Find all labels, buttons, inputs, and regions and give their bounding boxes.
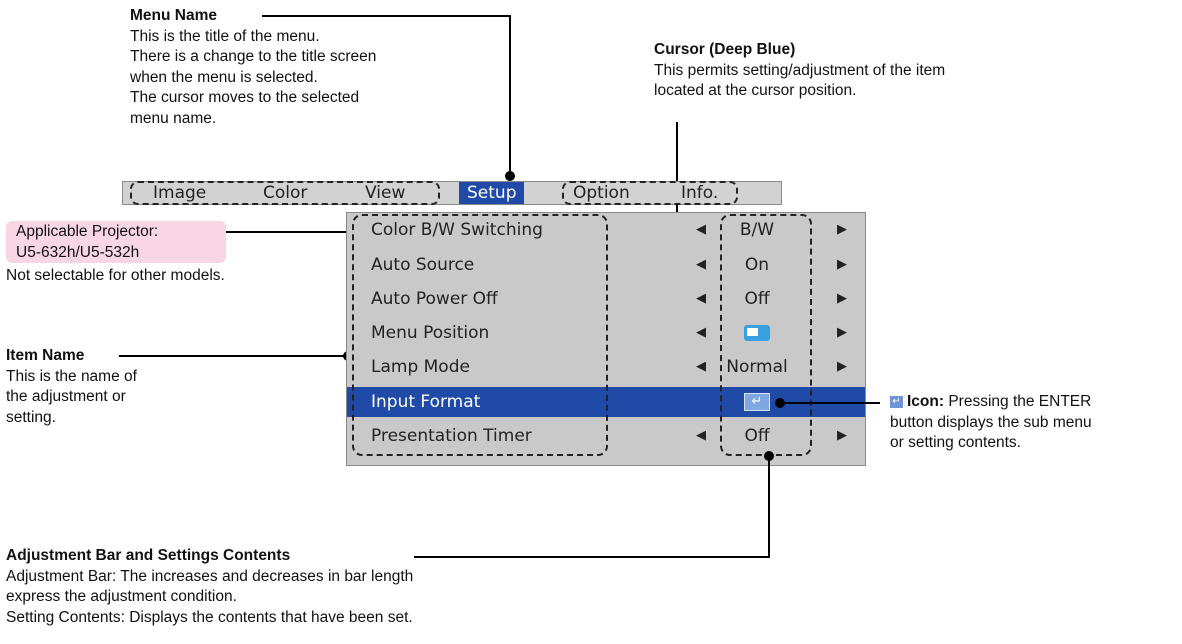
menu-row-label: Color B/W Switching [371,220,543,240]
menu-name-title: Menu Name [130,7,217,24]
icon-line: button displays the sub menu [890,413,1092,431]
item-name-line: the adjustment or [6,388,126,405]
right-arrow-icon[interactable]: ▶ [837,359,847,374]
menu-row-value [713,318,801,348]
adjustment-line: Setting Contents: Displays the contents … [6,608,413,626]
menu-name-leader-h [262,15,510,17]
menu-position-icon [744,325,770,341]
menu-row-color-bw[interactable]: Color B/W Switching ◀ B/W ▶ [347,215,865,245]
right-arrow-icon[interactable]: ▶ [837,222,847,237]
icon-title: Icon: [907,393,945,410]
left-arrow-icon[interactable]: ◀ [696,325,706,340]
right-arrow-icon[interactable]: ▶ [837,257,847,272]
adjustment-leader-v [768,455,770,557]
menu-name-line: when the menu is selected. [130,68,318,86]
left-arrow-icon[interactable]: ◀ [696,291,706,306]
menu-row-label: Menu Position [371,323,490,343]
adjustment-title: Adjustment Bar and Settings Contents [6,547,291,564]
cursor-line: This permits setting/adjustment of the i… [654,61,946,79]
applicable-projector-text: Applicable Projector: U5-632h/U5-532h [16,222,158,263]
icon-leader [780,402,880,404]
adjustment-line: Adjustment Bar: The increases and decrea… [6,567,414,585]
adjustment-leader-h [414,556,770,558]
menu-row-value: On [744,255,770,275]
menu-name-dashed-outline [130,181,440,205]
left-arrow-icon[interactable]: ◀ [696,222,706,237]
applicable-line: Applicable Projector: [16,223,159,240]
menu-row-auto-power-off[interactable]: Auto Power Off ◀ Off ▶ [347,284,865,314]
cursor-line: located at the cursor position. [654,82,857,99]
applicable-line: U5-632h/U5-532h [16,243,140,261]
tab-view[interactable]: View [365,183,406,203]
tab-image[interactable]: Image [153,183,207,203]
right-arrow-icon[interactable]: ▶ [837,325,847,340]
menu-name-line: There is a change to the title screen [130,48,377,65]
menu-name-dashed-outline [562,181,738,205]
right-arrow-icon[interactable]: ▶ [837,291,847,306]
menu-row-label: Presentation Timer [371,426,532,446]
tab-setup[interactable]: Setup [459,182,525,204]
applicable-leader [226,231,380,233]
menu-row-value: B/W [739,220,775,240]
left-arrow-icon[interactable]: ◀ [696,257,706,272]
menu-name-line: The cursor moves to the selected [130,89,360,106]
cursor-annotation: Cursor (Deep Blue) This permits setting/… [654,40,945,102]
left-arrow-icon[interactable]: ◀ [696,359,706,374]
menu-row-label: Lamp Mode [371,357,470,377]
icon-annotation: ↵ Icon: Pressing the ENTER button display… [890,392,1092,454]
adjustment-line: express the adjustment condition. [6,588,237,605]
menu-name-leader-v [509,15,511,175]
tab-color[interactable]: Color [263,183,308,203]
left-arrow-icon[interactable]: ◀ [696,428,706,443]
menu-name-leader-dot [505,171,515,181]
menu-row-lamp-mode[interactable]: Lamp Mode ◀ Normal ▶ [347,352,865,382]
item-name-dashed-outline [352,214,608,456]
cursor-title: Cursor (Deep Blue) [654,41,796,58]
menu-name-line: menu name. [130,109,217,127]
tab-info[interactable]: Info. [681,183,719,203]
item-name-line: This is the name of [6,367,137,385]
menu-row-label: Input Format [371,392,481,412]
settings-dashed-outline [720,214,812,456]
menu-row-value: ↵ [713,387,801,417]
menu-row-presentation-timer[interactable]: Presentation Timer ◀ Off ▶ [347,421,865,451]
enter-icon: ↵ [890,395,903,408]
applicable-projector-box [6,221,226,263]
menu-row-label: Auto Source [371,255,475,275]
right-arrow-icon[interactable]: ▶ [837,428,847,443]
icon-line: Pressing the ENTER [948,393,1092,410]
menu-name-annotation: Menu Name This is the title of the menu.… [130,6,376,129]
adjustment-annotation: Adjustment Bar and Settings Contents Adj… [6,546,413,628]
menu-tab-bar: Image Color View Setup Option Info. [122,181,782,205]
item-name-annotation: Item Name This is the name of the adjust… [6,346,137,428]
icon-leader-dot [775,398,785,408]
item-name-title: Item Name [6,347,85,364]
menu-row-auto-source[interactable]: Auto Source ◀ On ▶ [347,250,865,280]
applicable-note: Not selectable for other models. [6,267,225,284]
menu-row-menu-position[interactable]: Menu Position ◀ ▶ [347,318,865,348]
item-name-leader [119,355,347,357]
menu-row-value: Normal [726,357,788,377]
menu-row-label: Auto Power Off [371,289,498,309]
menu-row-value: Off [744,289,770,309]
item-name-line: setting. [6,408,56,426]
enter-icon[interactable]: ↵ [744,393,770,411]
icon-line: or setting contents. [890,434,1021,451]
menu-row-value: Off [744,426,770,446]
menu-name-line: This is the title of the menu. [130,27,320,45]
tab-option[interactable]: Option [573,183,630,203]
